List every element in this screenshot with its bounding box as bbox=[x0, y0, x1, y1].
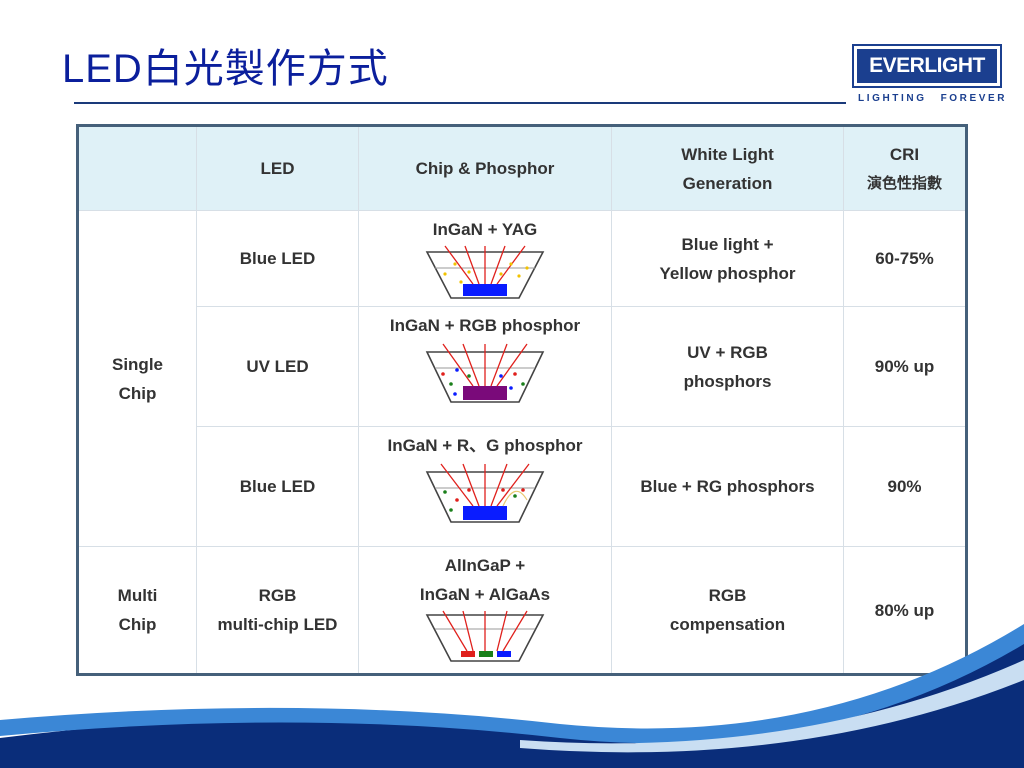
led-white-light-table: LED Chip & Phosphor White Light Generati… bbox=[76, 124, 968, 676]
row1-white-line2: Yellow phosphor bbox=[659, 263, 796, 283]
row2-chip-label: InGaN + RGB phosphor bbox=[389, 316, 581, 335]
row1-white-light: Blue light + Yellow phosphor bbox=[611, 210, 844, 307]
row1-white-line1: Blue light + bbox=[681, 234, 774, 254]
everlight-logo: EVERLIGHT bbox=[852, 44, 1002, 88]
table-row: Single Chip Blue LED InGaN + YAG bbox=[77, 210, 967, 547]
logo-text: EVERLIGHT bbox=[857, 49, 997, 83]
group-single-chip: Single Chip bbox=[77, 210, 197, 547]
row1-cri: 60-75% bbox=[843, 210, 967, 307]
row3-led: Blue LED bbox=[196, 426, 359, 547]
row3-chip-label: InGaN + R、G phosphor bbox=[387, 436, 583, 455]
row3-white-light: Blue + RG phosphors bbox=[611, 426, 844, 547]
row3-cri: 90% bbox=[843, 426, 967, 547]
header-cri-label: CRI bbox=[889, 144, 920, 164]
row2-white-light: UV + RGB phosphors bbox=[611, 306, 844, 427]
row4-led: RGB multi-chip LED bbox=[196, 546, 359, 675]
row1-chip-label: InGaN + YAG bbox=[432, 220, 538, 239]
row3-white-line1: Blue + RG phosphors bbox=[640, 477, 815, 496]
led-package-uv-rgb-icon bbox=[425, 343, 545, 403]
table-header-row: LED Chip & Phosphor White Light Generati… bbox=[77, 125, 967, 211]
row2-led: UV LED bbox=[196, 306, 359, 427]
group-multi-chip: Multi Chip bbox=[77, 546, 197, 675]
row4-led-line2: multi-chip LED bbox=[217, 615, 338, 634]
row2-white-line1: UV + RGB bbox=[687, 342, 768, 362]
row4-chip: AlInGaP + InGaN + AlGaAs bbox=[358, 546, 612, 675]
led-package-yag-icon bbox=[425, 245, 545, 299]
group-single-line1: Single bbox=[111, 354, 163, 374]
tagline-lighting: LIGHTING bbox=[858, 93, 927, 104]
row2-white-line2: phosphors bbox=[683, 371, 772, 391]
group-multi-line2: Chip bbox=[118, 615, 157, 634]
table-row: UV LED InGaN + RGB phosphor bbox=[78, 306, 967, 427]
header-cri-chinese: 演色性指數 bbox=[866, 173, 942, 192]
group-multi-line1: Multi bbox=[117, 586, 158, 605]
table-row: Blue LED InGaN + R、G phosphor bbox=[78, 426, 967, 547]
row1-led: Blue LED bbox=[196, 210, 359, 307]
row4-chip-line2: InGaN + AlGaAs bbox=[419, 585, 551, 604]
header-white-light: White Light Generation bbox=[611, 125, 844, 211]
header-cri: CRI 演色性指數 bbox=[843, 125, 967, 211]
led-package-rg-icon bbox=[425, 463, 545, 523]
row3-chip: InGaN + R、G phosphor bbox=[358, 426, 612, 547]
group-single-line2: Chip bbox=[118, 383, 157, 403]
row4-cri: 80% up bbox=[843, 546, 967, 675]
tagline-forever: FOREVER bbox=[940, 93, 1008, 104]
header-blank bbox=[77, 125, 197, 211]
table-row: Multi Chip RGB multi-chip LED AlInGaP + … bbox=[77, 546, 967, 675]
row4-chip-line1: AlInGaP + bbox=[444, 556, 526, 575]
row4-white-line2: compensation bbox=[669, 615, 786, 634]
title-divider bbox=[74, 102, 846, 104]
slide-title: LED白光製作方式 bbox=[62, 47, 389, 91]
row4-led-line1: RGB bbox=[258, 586, 297, 605]
header-white-line2: Generation bbox=[682, 173, 773, 193]
decorative-swoosh bbox=[0, 624, 1024, 768]
led-package-rgb-multichip-icon bbox=[425, 610, 545, 662]
header-led: LED bbox=[196, 125, 359, 211]
header-white-line1: White Light bbox=[681, 144, 774, 164]
logo-tagline: LIGHTING FOREVER bbox=[858, 93, 1008, 104]
row4-white-light: RGB compensation bbox=[611, 546, 844, 675]
row4-white-line1: RGB bbox=[708, 586, 747, 605]
header-chip-phosphor: Chip & Phosphor bbox=[358, 125, 612, 211]
row1-chip: InGaN + YAG bbox=[358, 210, 612, 307]
row2-cri: 90% up bbox=[843, 306, 967, 427]
row2-chip: InGaN + RGB phosphor bbox=[358, 306, 612, 427]
